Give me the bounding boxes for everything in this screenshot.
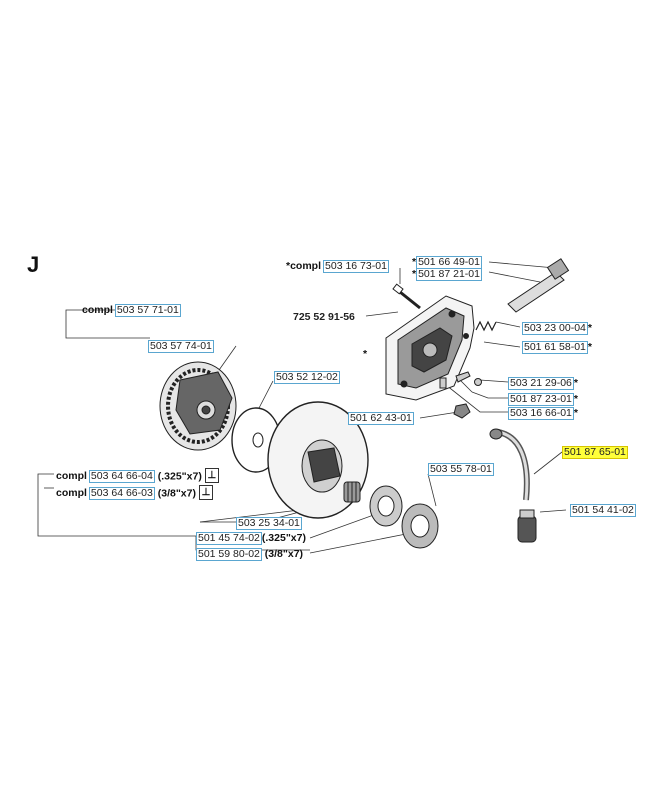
part-number-link[interactable]: 503 52 12-02 xyxy=(274,371,340,384)
part-number-link[interactable]: 501 61 58-01 xyxy=(522,341,588,354)
bolt-part xyxy=(392,283,421,310)
part-number-link[interactable]: 503 23 00-04 xyxy=(522,322,588,335)
tool-icon: ⊥ xyxy=(204,468,219,483)
leader-line xyxy=(37,473,196,537)
leader-line xyxy=(479,379,509,383)
part-number-link[interactable]: 501 87 23-01 xyxy=(508,393,574,406)
sprocket-part xyxy=(369,485,439,549)
part-number-link[interactable]: 503 64 66-03 xyxy=(88,487,155,501)
leader-line xyxy=(309,511,383,539)
leader-line xyxy=(539,509,567,513)
label-725-52-91-56: 725 52 91-56 xyxy=(292,311,356,323)
part-number-link[interactable]: 503 64 66-04 xyxy=(88,470,155,484)
part-number-link[interactable]: 501 87 21-01 xyxy=(416,268,482,281)
leader-line xyxy=(445,384,508,413)
clutch-drum-part xyxy=(267,401,369,519)
part-number-link[interactable]: 503 16 73-01 xyxy=(323,260,389,273)
part-number-link[interactable]: 503 57 74-01 xyxy=(148,340,214,353)
label-501-54-41-02: 501 54 41-02 xyxy=(570,504,636,517)
label-501-45-74-02: 501 45 74-02(.325"x7) xyxy=(196,532,306,545)
part-number-link[interactable]: 501 59 80-02 xyxy=(196,548,262,561)
part-number-link[interactable]: 725 52 91-56 xyxy=(292,311,356,323)
label-501-87-65-01: 501 87 65-01 xyxy=(562,446,628,459)
label-503-57-74-01: 503 57 74-01 xyxy=(148,340,214,353)
part-number-link[interactable]: 501 54 41-02 xyxy=(570,504,636,517)
part-number-link[interactable]: 501 45 74-02 xyxy=(196,532,262,545)
leader-line xyxy=(65,309,150,339)
oil-hose-part xyxy=(489,428,530,501)
leader-line xyxy=(488,271,541,283)
leader-line xyxy=(488,261,556,269)
label-501-62-43-01: 501 62 43-01 xyxy=(348,412,414,425)
part-number-link-highlighted[interactable]: 501 87 65-01 xyxy=(562,446,628,459)
label-501-61-58-01: 501 61 58-01* xyxy=(522,341,592,354)
leader-line xyxy=(483,341,521,348)
label-501-66-49-01: *501 66 49-01 xyxy=(412,256,482,269)
spring-part xyxy=(475,320,497,332)
part-number-link[interactable]: 503 25 34-01 xyxy=(236,517,302,530)
leader-line xyxy=(533,451,563,475)
label-503-52-12-02: 503 52 12-02 xyxy=(274,371,340,384)
part-number-link[interactable]: 501 62 43-01 xyxy=(348,412,414,425)
label-501-87-23-01: 501 87 23-01* xyxy=(508,393,578,406)
screw-part xyxy=(439,371,482,389)
leader-line xyxy=(365,311,399,317)
pump-housing-part xyxy=(385,295,475,401)
part-number-link[interactable]: 503 57 71-01 xyxy=(114,304,181,317)
tool-icon: ⊥ xyxy=(198,485,213,500)
label-501-59-80-02: 501 59 80-02 (3/8"x7) xyxy=(196,548,304,561)
leader-line xyxy=(495,321,521,328)
leader-line xyxy=(419,411,459,419)
section-letter: J xyxy=(27,252,40,277)
leader-line xyxy=(309,533,407,554)
label-503-21-29-06: 503 21 29-06* xyxy=(508,377,578,390)
label-503-25-34-01: 503 25 34-01 xyxy=(236,517,302,530)
oil-filter-part xyxy=(517,509,537,543)
label-503-55-78-01: 503 55 78-01 xyxy=(428,463,494,476)
part-number-link[interactable]: 503 21 29-06 xyxy=(508,377,574,390)
leader-line xyxy=(257,380,274,411)
asterisk-marker: * xyxy=(363,348,368,360)
clutch-part xyxy=(159,361,237,451)
leader-line xyxy=(459,379,473,393)
part-number-link[interactable]: 503 16 66-01 xyxy=(508,407,574,420)
leader-line xyxy=(427,473,437,507)
needle-bearing-part xyxy=(343,481,361,503)
label-501-87-21-01: *501 87 21-01 xyxy=(412,268,482,281)
label-503-23-00-04: 503 23 00-04* xyxy=(522,322,592,335)
pump-shaft-part xyxy=(507,258,570,313)
label-503-16-66-01: 503 16 66-01* xyxy=(508,407,578,420)
nut-part xyxy=(453,403,471,419)
part-number-link[interactable]: 503 55 78-01 xyxy=(428,463,494,476)
leader-line xyxy=(471,391,508,399)
